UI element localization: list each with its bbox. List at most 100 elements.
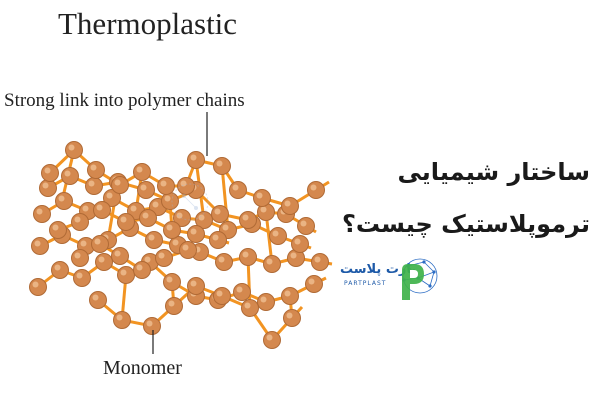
monomer-highlight	[166, 224, 173, 231]
monomer-atom	[307, 181, 325, 199]
monomer-atom	[187, 151, 205, 169]
monomer-highlight	[180, 180, 187, 187]
article-heading-line-1: ساختار شیمیایی	[397, 158, 590, 186]
monomer-atom	[211, 205, 229, 223]
watermark-logo-icon	[171, 183, 209, 221]
monomer-highlight	[64, 170, 71, 177]
monomer-atom	[155, 249, 173, 267]
monomer-atom	[61, 167, 79, 185]
monomer-atom	[73, 269, 91, 287]
monomer-atom	[213, 287, 231, 305]
monomer-atom	[163, 273, 181, 291]
monomer-highlight	[54, 264, 61, 271]
monomer-atom	[239, 211, 257, 229]
monomer-highlight	[140, 184, 147, 191]
monomer-highlight	[160, 180, 167, 187]
monomer-highlight	[300, 220, 307, 227]
monomer-highlight	[290, 252, 297, 259]
monomer-highlight	[146, 320, 153, 327]
monomer-highlight	[88, 180, 95, 187]
monomer-atom	[133, 261, 151, 279]
label-monomer: Monomer	[103, 357, 182, 379]
monomer-highlight	[172, 239, 179, 246]
monomer-atom	[311, 253, 329, 271]
monomer-highlight	[214, 208, 221, 215]
monomer-highlight	[260, 296, 267, 303]
monomer-atom	[31, 237, 49, 255]
monomer-highlight	[314, 256, 321, 263]
monomer-highlight	[216, 290, 223, 297]
monomer-highlight	[142, 212, 149, 219]
monomer-highlight	[242, 251, 249, 258]
monomer-highlight	[98, 256, 105, 263]
monomer-highlight	[236, 286, 243, 293]
monomer-highlight	[82, 205, 89, 212]
monomer-atom	[71, 249, 89, 267]
monomer-highlight	[114, 179, 121, 186]
monomer-highlight	[190, 154, 197, 161]
monomer-atom	[55, 192, 73, 210]
monomer-atom	[281, 197, 299, 215]
monomer-highlight	[284, 290, 291, 297]
monomer-highlight	[168, 300, 175, 307]
monomer-atom	[263, 331, 281, 349]
monomer-atom	[283, 309, 301, 327]
monomer-highlight	[96, 204, 103, 211]
monomer-highlight	[58, 195, 65, 202]
monomer-highlight	[74, 216, 81, 223]
monomer-atom	[209, 231, 227, 249]
monomer-atom	[91, 235, 109, 253]
monomer-highlight	[272, 230, 279, 237]
monomer-highlight	[266, 258, 273, 265]
monomer-atom	[253, 189, 271, 207]
monomer-atom	[213, 157, 231, 175]
monomer-atom	[65, 141, 83, 159]
monomer-highlight	[166, 276, 173, 283]
monomer-atom	[51, 261, 69, 279]
monomer-highlight	[92, 294, 99, 301]
monomer-atom	[145, 231, 163, 249]
monomer-atom	[215, 253, 233, 271]
monomer-atom	[229, 181, 247, 199]
monomer-atom	[165, 297, 183, 315]
monomer-atom	[71, 213, 89, 231]
monomer-highlight	[106, 192, 113, 199]
monomer-atom	[95, 253, 113, 271]
monomer-atoms	[29, 141, 329, 349]
monomer-atom	[281, 287, 299, 305]
monomer-atom	[87, 161, 105, 179]
monomer-highlight	[42, 182, 49, 189]
monomer-atom	[89, 291, 107, 309]
monomer-highlight	[212, 234, 219, 241]
monomer-highlight	[144, 256, 151, 263]
monomer-atom	[111, 247, 129, 265]
monomer-atom	[233, 283, 251, 301]
monomer-atom	[117, 266, 135, 284]
monomer-highlight	[244, 302, 251, 309]
monomer-atom	[33, 205, 51, 223]
brand-name: پارت پلاست	[340, 262, 417, 277]
monomer-highlight	[308, 278, 315, 285]
monomer-highlight	[44, 167, 51, 174]
monomer-highlight	[310, 184, 317, 191]
monomer-highlight	[222, 224, 229, 231]
monomer-highlight	[176, 212, 183, 219]
monomer-highlight	[286, 312, 293, 319]
monomer-atom	[39, 179, 57, 197]
monomer-highlight	[130, 205, 137, 212]
monomer-highlight	[74, 252, 81, 259]
monomer-highlight	[232, 184, 239, 191]
monomer-atom	[241, 299, 259, 317]
monomer-atom	[187, 277, 205, 295]
monomer-highlight	[136, 264, 143, 271]
monomer-atom	[143, 317, 161, 335]
monomer-highlight	[190, 280, 197, 287]
monomer-atom	[291, 235, 309, 253]
monomer-highlight	[68, 144, 75, 151]
monomer-highlight	[218, 256, 225, 263]
monomer-highlight	[242, 214, 249, 221]
monomer-highlight	[284, 200, 291, 207]
monomer-highlight	[164, 195, 171, 202]
